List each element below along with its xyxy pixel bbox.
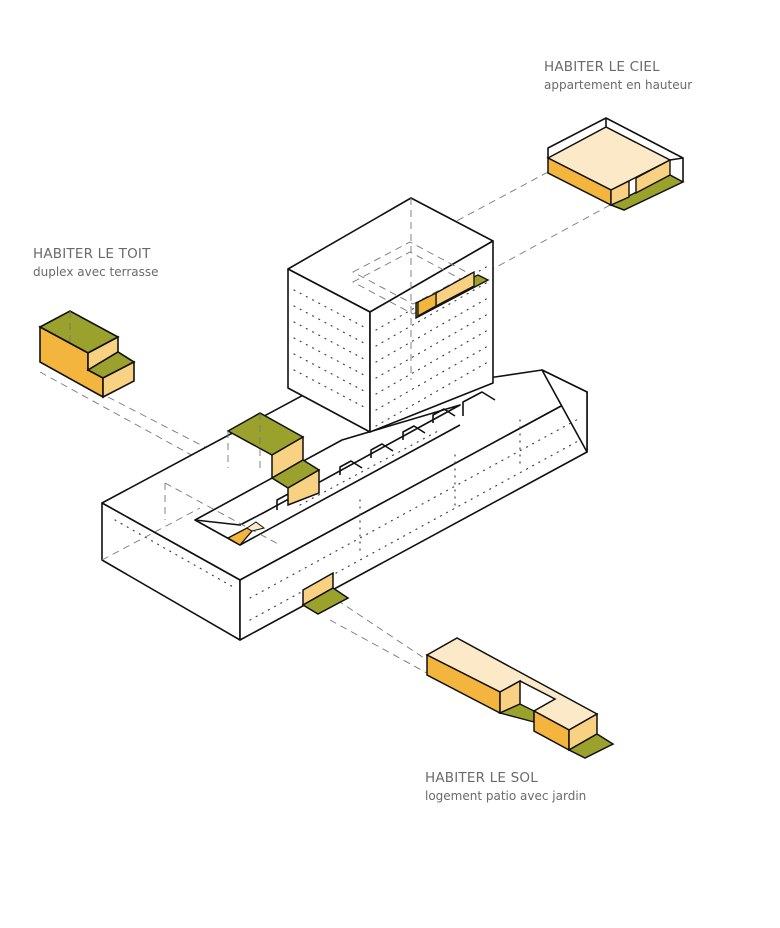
label-subtitle: logement patio avec jardin <box>425 789 587 803</box>
label-subtitle: duplex avec terrasse <box>33 265 159 279</box>
sol-unit-in-courtyard <box>226 521 266 546</box>
label-title: HABITER LE SOL <box>425 770 538 786</box>
label-subtitle: appartement en hauteur <box>544 78 693 92</box>
label-habiter-le-toit: HABITER LE TOIT duplex avec terrasse <box>33 245 159 281</box>
ciel-exploded-unit <box>546 117 685 211</box>
label-title: HABITER LE CIEL <box>544 59 660 75</box>
courtyard-fins <box>276 391 496 510</box>
label-habiter-le-sol: HABITER LE SOL logement patio avec jardi… <box>425 769 586 805</box>
sol-exploded-unit <box>425 637 615 759</box>
toit-unit-in-building <box>226 412 321 507</box>
label-habiter-le-ciel: HABITER LE CIEL appartement en hauteur <box>544 58 692 94</box>
sol-unit-at-facade <box>301 571 350 615</box>
ciel-unit-in-tower <box>415 270 490 320</box>
toit-exploded-unit <box>38 310 136 399</box>
label-title: HABITER LE TOIT <box>33 246 151 262</box>
